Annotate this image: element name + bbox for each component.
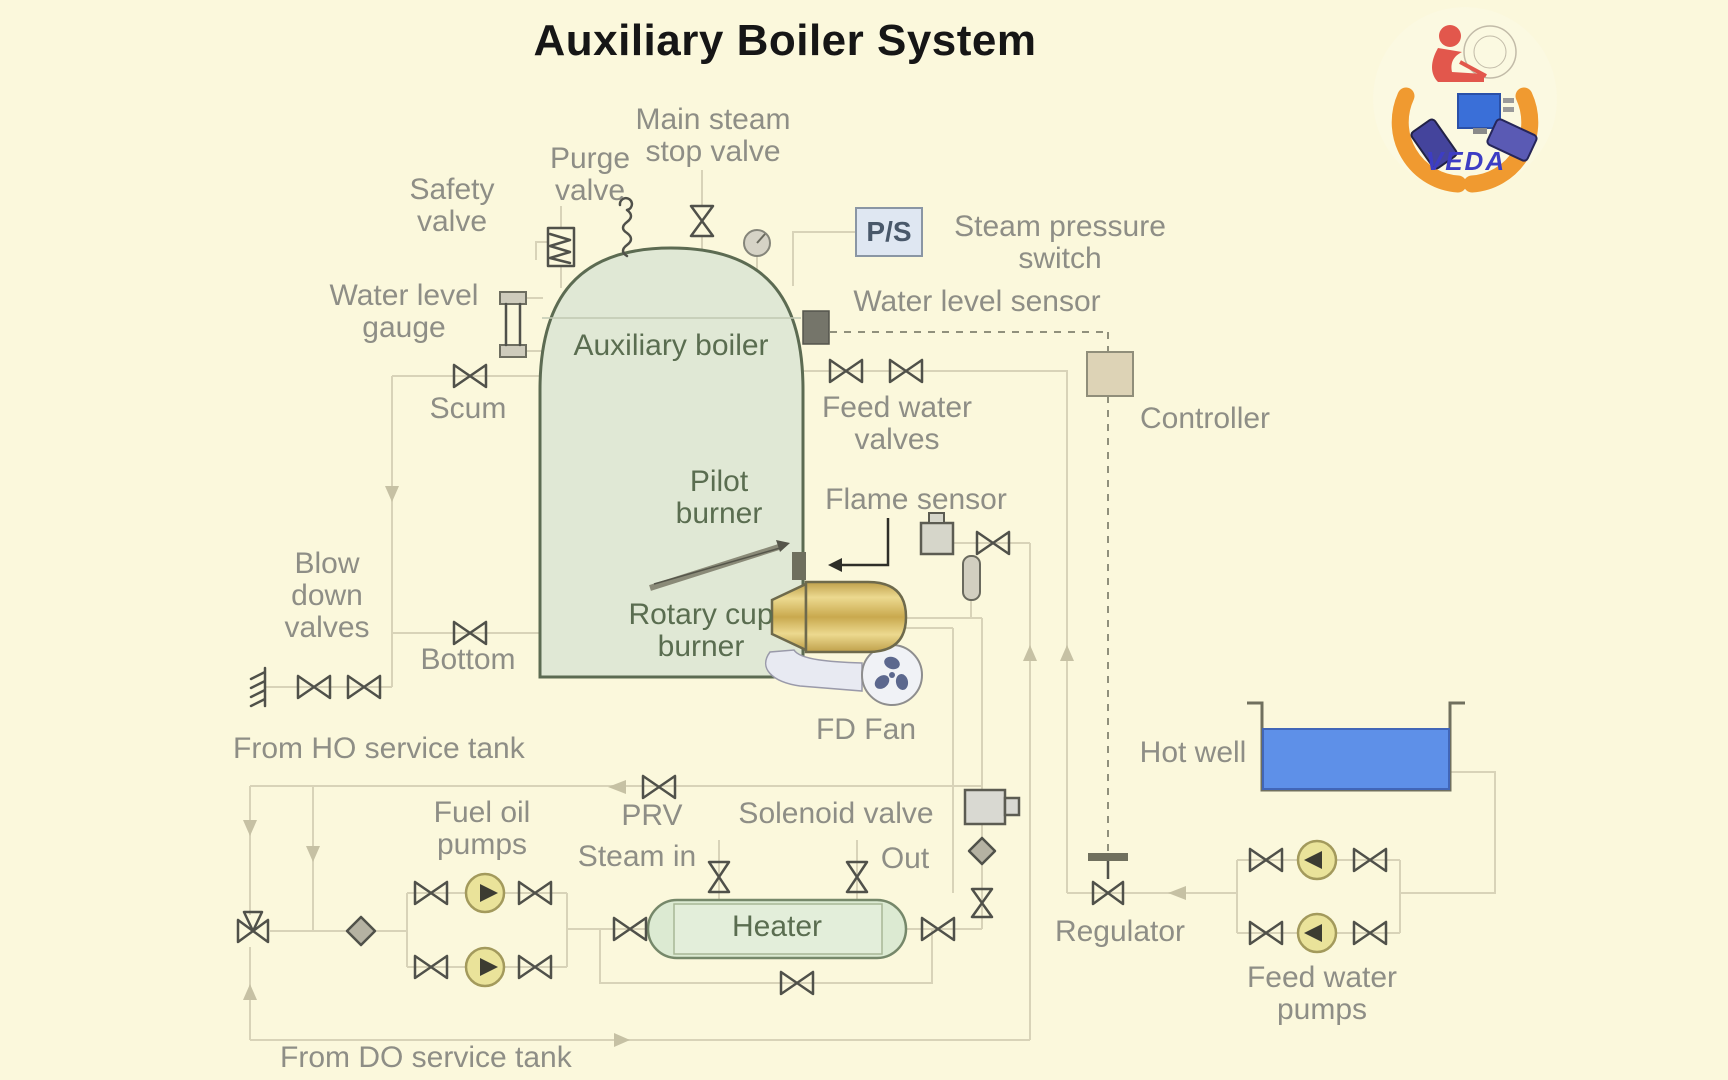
fuel-strainer-diamond: [967, 836, 997, 866]
fuel-pump-valve-4: [517, 954, 553, 980]
label-flame-sensor: Flame sensor: [825, 483, 1007, 516]
fuel-pump-valve-1: [413, 880, 449, 906]
label-heater: Heater: [731, 910, 823, 943]
fuel-filter-diamond: [345, 915, 377, 947]
solenoid-valve-symbol: [963, 788, 1021, 826]
pressure-gauge: [743, 229, 771, 257]
label-water-level-sensor: Water level sensor: [853, 285, 1101, 318]
label-scum: Scum: [429, 392, 507, 425]
label-steam-pressure-switch: Steam pressure switch: [954, 210, 1166, 275]
safety-valve-symbol: [546, 226, 576, 268]
flow-arrows: [243, 486, 1186, 1047]
steam-out-valve: [845, 860, 869, 894]
label-controller: Controller: [1140, 402, 1271, 435]
logo-devices: [1410, 93, 1538, 170]
control-signal-lines: [830, 331, 1109, 852]
label-ps-switch: P/S: [866, 216, 912, 247]
logo-person: [1432, 25, 1487, 82]
label-blow-down-valves: Blow down valves: [284, 547, 370, 644]
feed-water-pump-1: [1296, 839, 1338, 881]
burner-port: [792, 552, 806, 580]
feed-water-valve-2: [888, 358, 924, 384]
label-from-ho-service-tank: From HO service tank: [233, 732, 525, 765]
heater-inlet-valve: [612, 916, 648, 942]
label-out: Out: [880, 842, 930, 875]
flame-sensor-pointer: [828, 518, 890, 572]
heater-vessel: [646, 898, 908, 960]
pilot-fuel-tank: [919, 512, 955, 556]
logo-wordmark: VEDA: [1425, 146, 1507, 176]
label-fd-fan: FD Fan: [815, 713, 917, 746]
fd-fan: [861, 644, 923, 706]
feed-pump-valve-3: [1248, 920, 1284, 946]
label-prv: PRV: [621, 799, 683, 832]
feed-water-valve-1: [828, 358, 864, 384]
water-level-gauge-symbol: [499, 291, 527, 358]
heater-outlet-valve: [920, 916, 956, 942]
scum-valve: [452, 363, 488, 389]
steam-pressure-switch-box: [855, 207, 923, 257]
blow-down-valve-1: [296, 674, 332, 700]
label-safety-valve: Safety valve: [409, 173, 495, 238]
water-level-sensor-block: [802, 310, 830, 345]
controller-box: [1086, 351, 1134, 397]
veda-logo: [1373, 7, 1557, 193]
regulator-valve: [1088, 853, 1128, 906]
feed-pump-valve-4: [1352, 920, 1388, 946]
logo-left-hand: [1391, 87, 1467, 193]
label-from-do-service-tank: From DO service tank: [280, 1041, 572, 1074]
label-pilot-burner: Pilot burner: [675, 465, 763, 530]
label-regulator: Regulator: [1054, 915, 1186, 948]
hot-well-tank: [1247, 701, 1465, 792]
feed-pump-valve-2: [1352, 847, 1388, 873]
three-way-valve: [236, 910, 270, 944]
label-main-steam-stop-valve: Main steam stop valve: [635, 103, 791, 168]
prv-valve: [641, 774, 677, 800]
label-feed-water-pumps: Feed water pumps: [1246, 961, 1398, 1026]
label-steam-in: Steam in: [577, 840, 697, 873]
main-steam-stop-valve-symbol: [689, 204, 715, 238]
label-fuel-oil-pumps: Fuel oil pumps: [433, 796, 531, 861]
steam-in-valve: [707, 860, 731, 894]
heater-bypass-valve: [779, 970, 815, 996]
label-purge-valve: Purge valve: [549, 142, 631, 207]
label-solenoid-valve: Solenoid valve: [738, 797, 934, 830]
fuel-oil-pump-1: [464, 872, 506, 914]
pilot-burner-tube: [649, 540, 790, 591]
fuel-pump-valve-3: [413, 954, 449, 980]
igniter-cartridge: [962, 555, 981, 601]
feed-water-pump-2: [1296, 912, 1338, 954]
label-feed-water-valves: Feed water valves: [821, 391, 973, 456]
fuel-pump-valve-2: [517, 880, 553, 906]
feed-pump-valve-1: [1248, 847, 1284, 873]
label-water-level-gauge: Water level gauge: [329, 279, 479, 344]
page-title: Auxiliary Boiler System: [533, 16, 1037, 65]
bottom-valve: [452, 620, 488, 646]
logo-globe: [1463, 25, 1517, 79]
fan-duct: [764, 649, 863, 692]
fuel-oil-pump-2: [464, 946, 506, 988]
label-bottom: Bottom: [420, 643, 516, 676]
drain-symbol: [249, 666, 267, 708]
rotary-cup-burner: [770, 580, 908, 654]
label-hot-well: Hot well: [1139, 736, 1247, 769]
pilot-fuel-valve: [975, 530, 1011, 556]
auxiliary-boiler-vessel: [538, 246, 805, 679]
blow-down-valve-2: [346, 674, 382, 700]
label-auxiliary-boiler: Auxiliary boiler: [573, 329, 769, 362]
purge-valve-symbol: [618, 196, 634, 258]
label-rotary-cup-burner: Rotary cup burner: [628, 598, 774, 663]
burner-shutoff-valve: [970, 887, 994, 919]
